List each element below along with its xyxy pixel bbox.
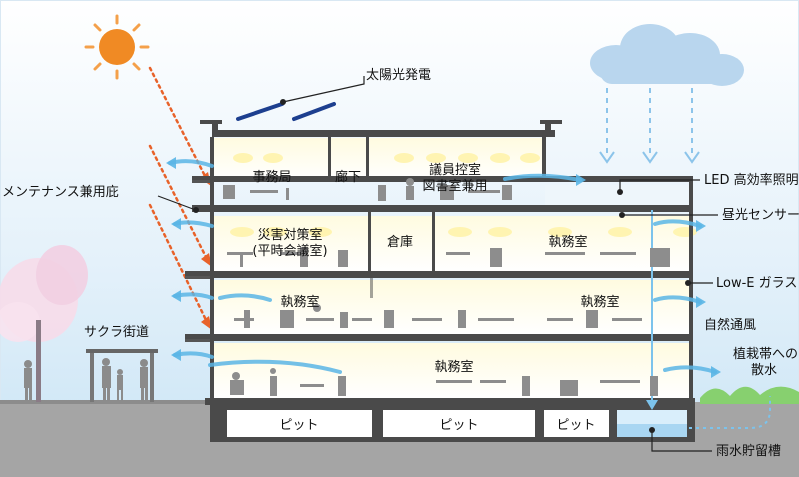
- label-low-e: Low-E ガラス: [716, 276, 797, 291]
- room-souko: 倉庫: [387, 235, 413, 250]
- solar-panel-icon: [236, 102, 336, 121]
- room-shitsumu-2f-right: 執務室: [580, 294, 619, 310]
- label-planting-1: 植栽帯への: [733, 346, 798, 362]
- room-saigai-2: (平時会議室): [252, 243, 327, 259]
- people-icon: [24, 358, 148, 401]
- label-led: LED 高効率照明: [704, 172, 799, 188]
- rain-arrows: [606, 88, 693, 158]
- label-daylight-sensor: 昼光センサー: [722, 208, 799, 223]
- pergola: [86, 349, 158, 402]
- room-giin-1: 議員控室: [429, 162, 481, 178]
- callout-dots: [193, 99, 691, 433]
- callout-labels: 太陽光発電 メンテナンス兼用庇 LED 高効率照明 昼光センサー Low-E ガ…: [2, 68, 799, 459]
- room-shitsumu-1f: 執務室: [434, 359, 473, 375]
- sunlight-arrows: [148, 66, 209, 324]
- tree-icon: [0, 245, 88, 402]
- room-giin-2: 図書室兼用: [422, 178, 487, 194]
- rain-arrowheads: [599, 151, 700, 164]
- label-planting-2: 散水: [751, 363, 777, 378]
- label-rainwater: 雨水貯留槽: [716, 444, 781, 459]
- furniture-icon: [223, 178, 670, 396]
- street-surface: [0, 400, 220, 404]
- ceiling-lights: [230, 153, 697, 237]
- walls: [210, 137, 693, 399]
- room-saigai-1: 災害対策室: [257, 227, 322, 243]
- callout-leaders: [157, 76, 718, 452]
- room-shitsumu-3f: 執務室: [548, 234, 587, 250]
- room-jimukyoku: 事務局: [252, 170, 291, 185]
- label-solar: 太陽光発電: [366, 68, 431, 83]
- label-maintenance: メンテナンス兼用庇: [2, 185, 119, 200]
- label-natural-ventilation: 自然通風: [704, 317, 756, 333]
- room-pit-1: ピット: [279, 418, 318, 433]
- grass: [700, 386, 799, 404]
- room-pit-2: ピット: [439, 418, 478, 433]
- cloud-icon: [590, 24, 744, 86]
- room-rouka: 廊下: [335, 169, 361, 185]
- label-sakura: サクラ街道: [84, 325, 149, 340]
- room-labels: 事務局 廊下 議員控室 図書室兼用 災害対策室 (平時会議室) 倉庫 執務室 執…: [252, 162, 619, 433]
- sun-icon: [84, 14, 150, 80]
- room-shitsumu-2f-left: 執務室: [280, 294, 319, 310]
- room-pit-3: ピット: [556, 418, 595, 433]
- wind-arrowheads: [166, 157, 721, 378]
- rainwater-pipe: [646, 210, 771, 429]
- maintenance-eaves: [185, 180, 214, 342]
- pit-level: [210, 405, 695, 442]
- wind-arrows: [168, 159, 717, 374]
